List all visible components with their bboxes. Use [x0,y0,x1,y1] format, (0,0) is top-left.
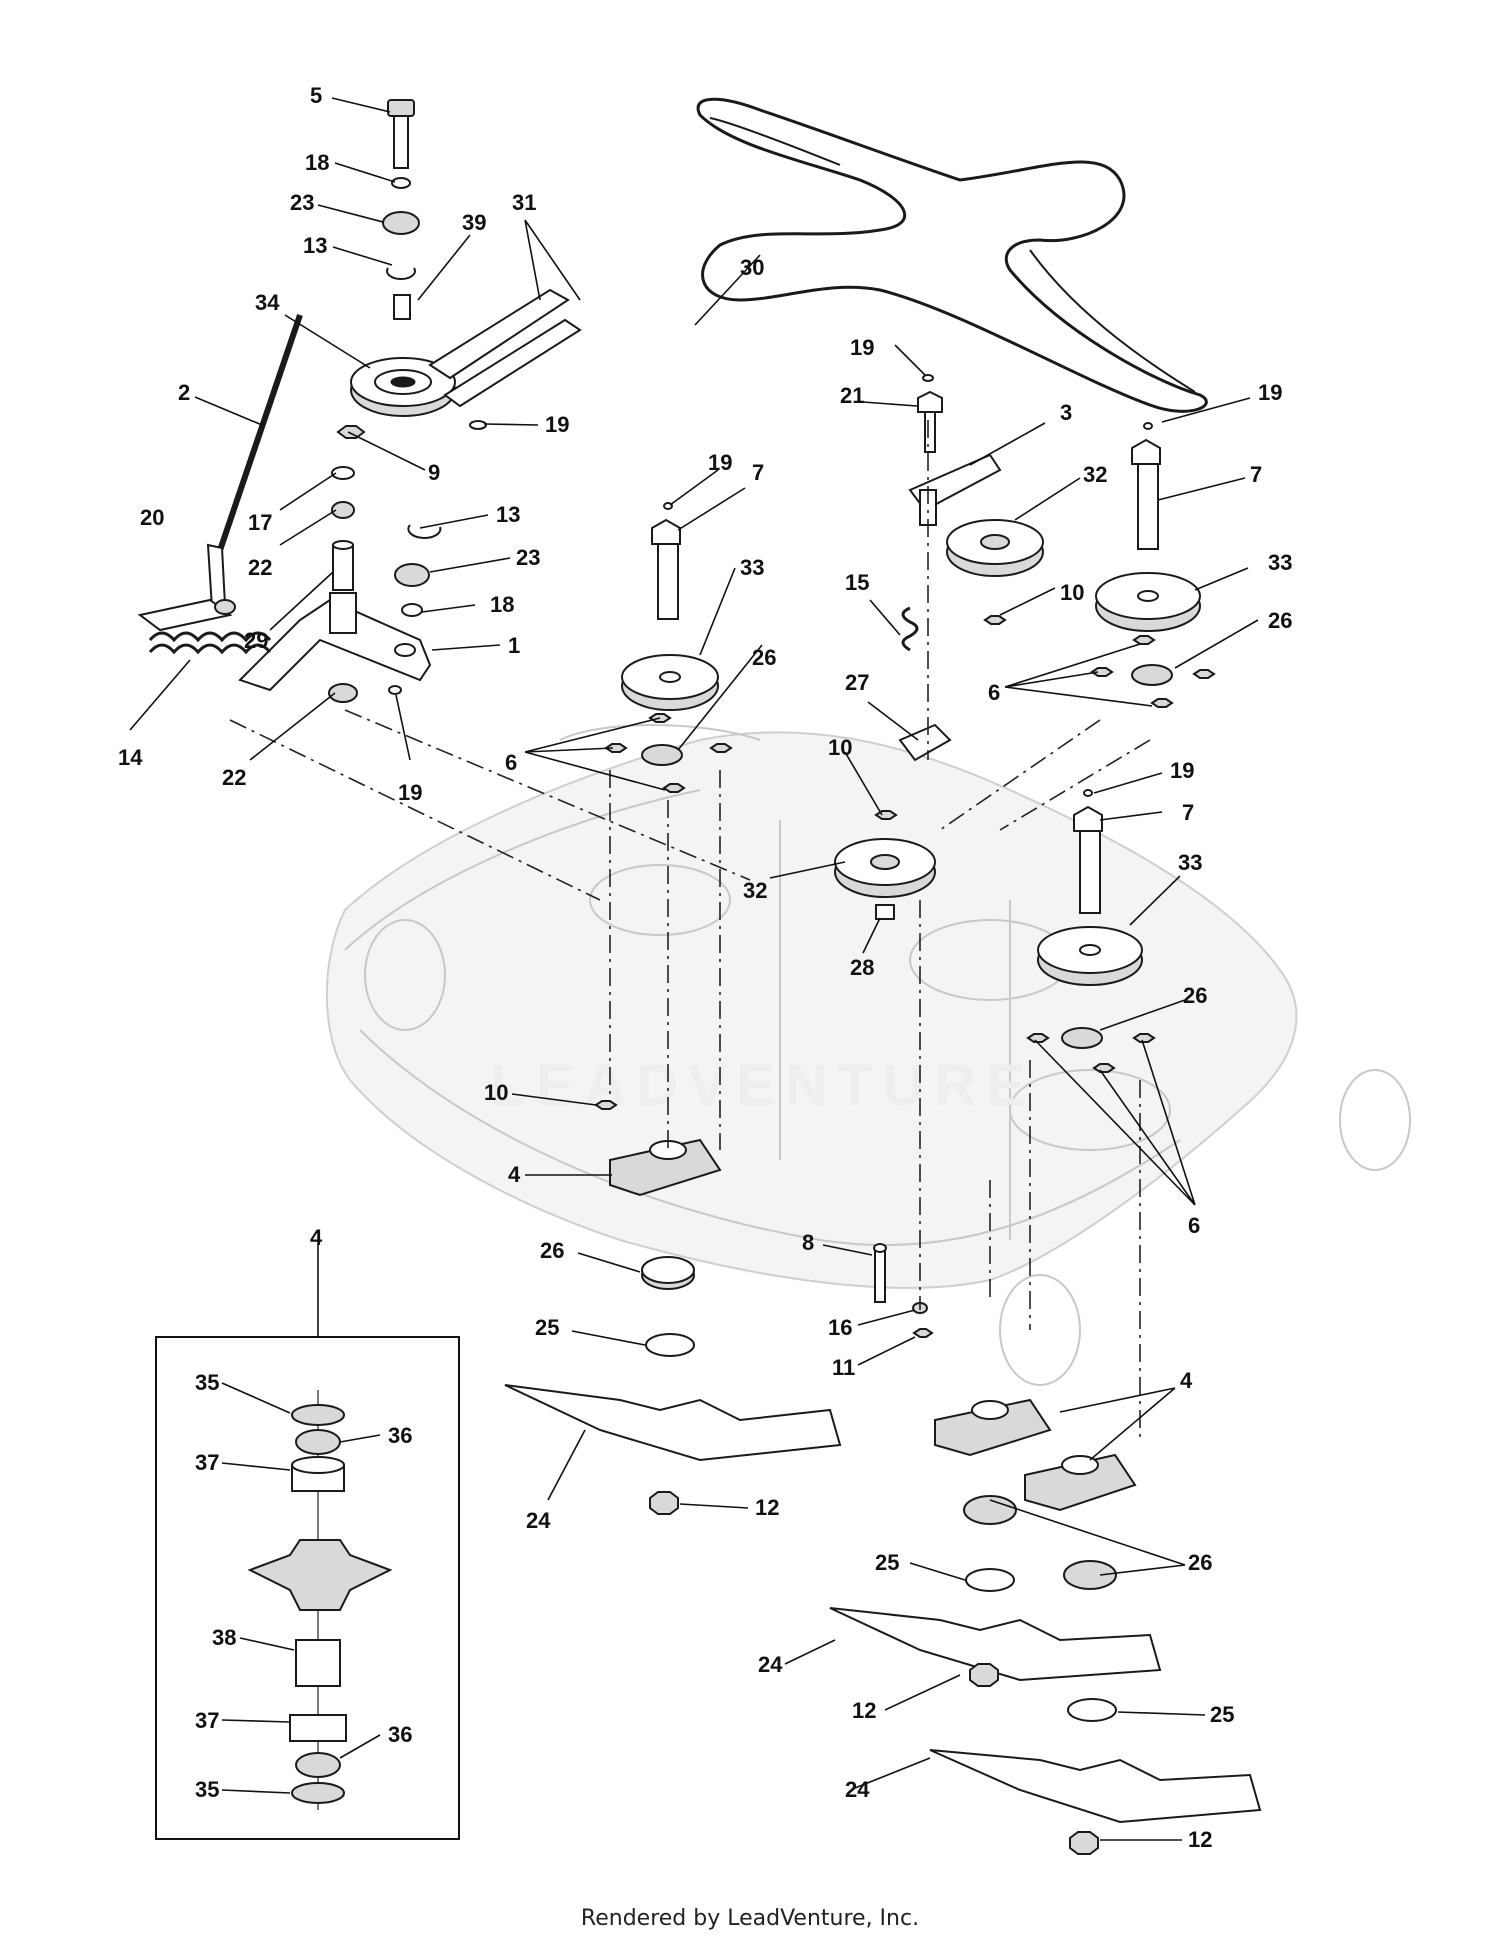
callout-19b: 19 [398,780,422,805]
callout-7c: 7 [1182,800,1194,825]
callout-25: 25 [535,1315,559,1340]
assembly-centerlines [229,709,1151,1440]
callout-11: 11 [832,1355,855,1380]
callout-8: 8 [802,1230,814,1255]
callout-9: 9 [428,460,440,485]
callout-30: 30 [740,255,764,280]
callout-28: 28 [850,955,874,980]
spindle-right-under-deck [829,1243,1262,1855]
idler-assembly [137,99,582,703]
callout-18: 18 [305,150,329,175]
callout-33c: 33 [1178,850,1202,875]
spindle-left-under-deck [504,1100,842,1515]
callout-2: 2 [178,380,190,405]
callout-6b: 6 [988,680,1000,705]
center-idler-assembly [898,374,1044,762]
callout-19f: 19 [1170,758,1194,783]
callout-31: 31 [512,190,536,215]
center-pulley-deck [834,810,936,920]
callout-33b: 33 [1268,550,1292,575]
leader-lines [129,97,1259,1841]
callout-34: 34 [255,290,280,315]
callout-29: 29 [244,628,268,653]
watermark-text: LEADVENTURE [490,1053,1035,1118]
callout-4: 4 [508,1162,521,1187]
callout-36b: 36 [388,1722,412,1747]
callout-25c: 25 [1210,1702,1234,1727]
callout-26c: 26 [1183,983,1207,1008]
callout-19c: 19 [850,335,874,360]
callout-38: 38 [212,1625,236,1650]
callout-19e: 19 [708,450,732,475]
callout-15: 15 [845,570,869,595]
callout-37: 37 [195,1450,219,1475]
callout-4b: 4 [1180,1368,1193,1393]
callout-36: 36 [388,1423,412,1448]
callout-10b: 10 [828,735,852,760]
callout-21: 21 [840,383,864,408]
callout-16: 16 [828,1315,852,1340]
callout-4c: 4 [310,1225,323,1250]
callout-35b: 35 [195,1777,219,1802]
callout-32: 32 [1083,462,1107,487]
callout-numbers: 5 18 23 13 39 31 34 2 19 9 17 20 22 13 2… [118,83,1292,1852]
callout-27: 27 [845,670,869,695]
callout-23b: 23 [516,545,540,570]
callout-7b: 7 [752,460,764,485]
callout-14: 14 [118,745,143,770]
callout-19d: 19 [1258,380,1282,405]
callout-24b: 24 [758,1652,783,1677]
callout-26d: 26 [540,1238,564,1263]
callout-26e: 26 [1188,1550,1212,1575]
callout-13b: 13 [496,502,520,527]
spindle-stack-left [604,502,733,793]
callout-6: 6 [505,750,517,775]
callout-6c: 6 [1188,1213,1200,1238]
footer-credit: Rendered by LeadVenture, Inc. [580,1906,920,1931]
spindle-stack-right-lower [1026,789,1156,1073]
callout-24: 24 [526,1508,551,1533]
callout-22b: 22 [222,765,246,790]
callout-26: 26 [1268,608,1292,633]
callout-3: 3 [1060,400,1072,425]
callout-1: 1 [508,633,520,658]
callout-19: 19 [545,412,569,437]
callout-20: 20 [140,505,164,530]
callout-18b: 18 [490,592,514,617]
spindle-detail-inset [155,1336,460,1840]
callout-23: 23 [290,190,314,215]
callout-10c: 10 [484,1080,508,1105]
callout-7: 7 [1250,462,1262,487]
callout-5: 5 [310,83,322,108]
callout-33: 33 [740,555,764,580]
callout-32b: 32 [743,878,767,903]
callout-17: 17 [248,510,272,535]
callout-12b: 12 [852,1698,876,1723]
callout-35: 35 [195,1370,219,1395]
callout-13: 13 [303,233,327,258]
callout-12: 12 [755,1495,779,1520]
callout-39: 39 [462,210,486,235]
callout-22: 22 [248,555,272,580]
belt [696,97,1208,413]
spindle-stack-right [1090,422,1216,708]
callout-12c: 12 [1188,1827,1212,1852]
callout-26b: 26 [752,645,776,670]
callout-24c: 24 [845,1777,870,1802]
callout-25b: 25 [875,1550,899,1575]
mower-deck-ghost [325,724,1411,1386]
callout-37b: 37 [195,1708,219,1733]
callout-10: 10 [1060,580,1084,605]
